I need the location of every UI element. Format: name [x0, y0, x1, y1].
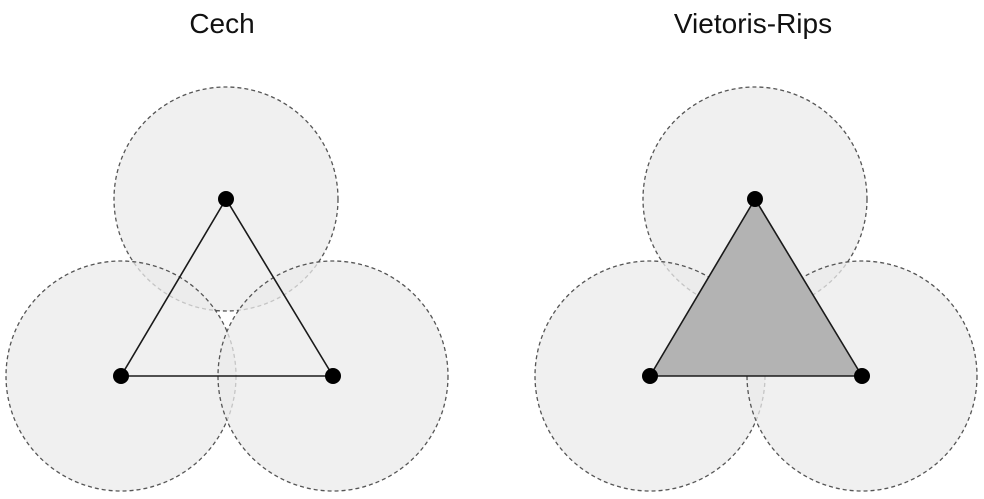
cech-vertex-left: [113, 368, 129, 384]
cech-triangle: [120, 198, 334, 377]
cech-vertex-top: [218, 191, 234, 207]
vr-vertex-right: [854, 368, 870, 384]
cech-vertex-right: [325, 368, 341, 384]
vr-vertex-left: [642, 368, 658, 384]
vietoris-rips-panel: [534, 86, 978, 492]
vr-triangle: [649, 198, 863, 377]
vr-vertex-top: [747, 191, 763, 207]
vietoris-rips-title: Vietoris-Rips: [673, 8, 833, 39]
cech-panel: [5, 86, 449, 492]
cech-title: Cech: [189, 8, 255, 39]
